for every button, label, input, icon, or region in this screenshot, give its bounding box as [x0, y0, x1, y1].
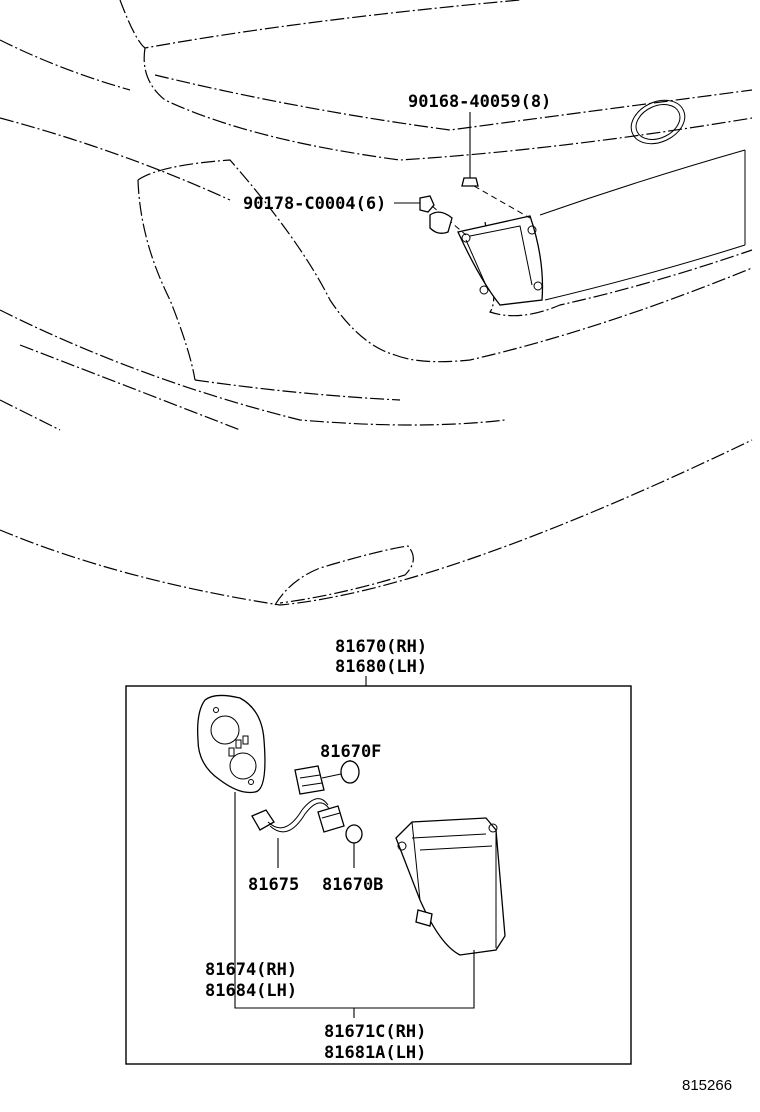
bolt-icon — [461, 112, 531, 219]
bulb-front-icon — [321, 760, 360, 784]
wire-label: 81675 — [248, 875, 299, 895]
vehicle-rear-outline — [0, 0, 753, 606]
diagram-ref-number: 815266 — [682, 1077, 732, 1094]
assembly-lh-label: 81680(LH) — [335, 657, 427, 677]
gasket-rh-label: 81674(RH) — [205, 960, 297, 980]
installed-license-lamp — [457, 215, 544, 306]
lens-lh-label: 81681A(LH) — [324, 1043, 426, 1063]
wire-harness-icon — [251, 798, 331, 868]
gasket-icon — [197, 694, 266, 794]
assembly-rh-label: 81670(RH) — [335, 637, 427, 657]
bulb-back-icon — [345, 824, 363, 868]
lens-rh-label: 81671C(RH) — [324, 1022, 426, 1042]
nut-icon — [394, 195, 467, 236]
nut-label: 90178-C0004(6) — [243, 194, 386, 214]
bulb-back-label: 81670B — [322, 875, 383, 895]
assembly-frame — [125, 685, 632, 1065]
bolt-label: 90168-40059(8) — [408, 92, 551, 112]
socket-back-icon — [317, 805, 345, 833]
socket-front-icon — [294, 765, 325, 795]
lens-housing-icon — [395, 817, 506, 956]
gasket-lh-label: 81684(LH) — [205, 981, 297, 1001]
bulb-front-label: 81670F — [320, 742, 381, 762]
